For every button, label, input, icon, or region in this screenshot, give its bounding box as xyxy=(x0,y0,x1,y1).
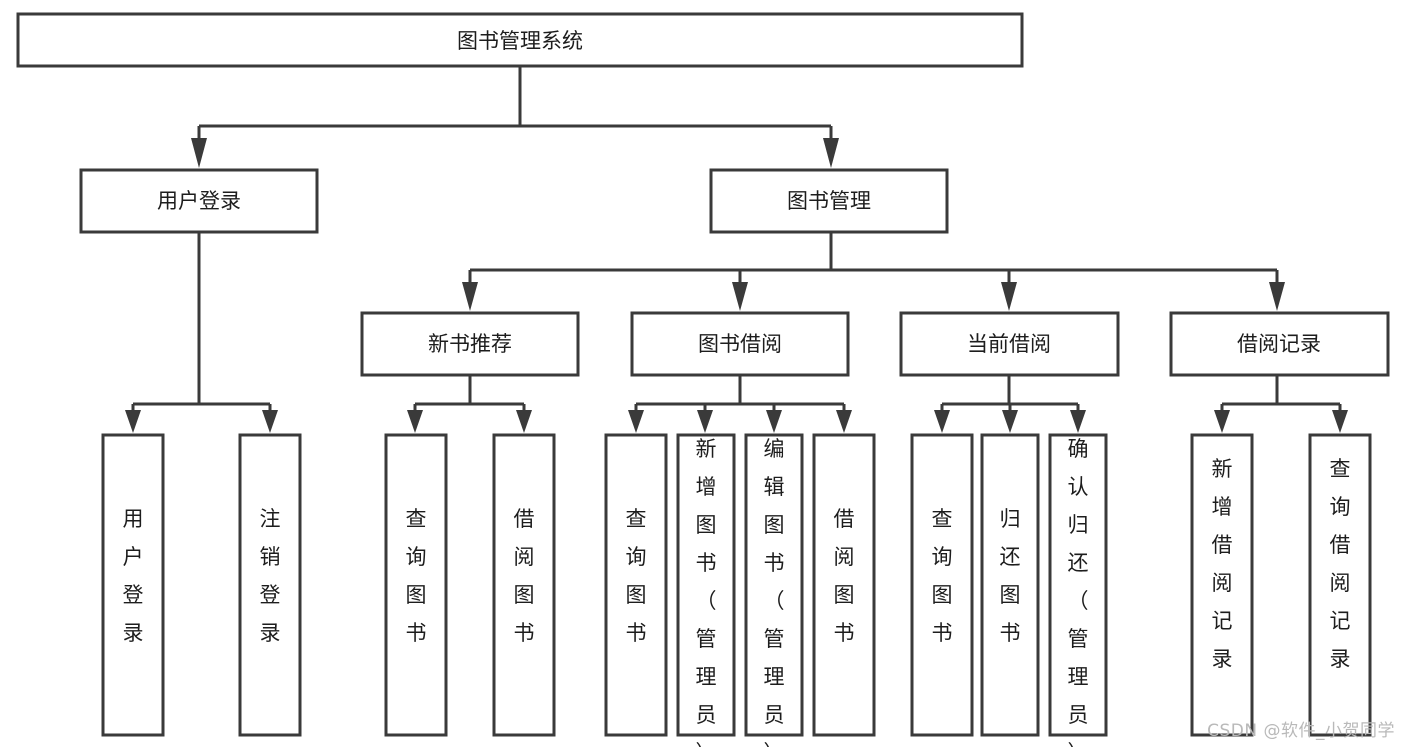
node-user-login[interactable]: 用户登录 xyxy=(79,168,319,234)
node-leaf-add-book[interactable]: 新增图书（管理员） xyxy=(676,433,736,747)
arrow-head-leaf-13 xyxy=(1332,410,1348,433)
node-leaf-query-borrow-record-box xyxy=(1308,433,1372,737)
arrow-head-current-borrow xyxy=(1001,282,1017,311)
node-root-system[interactable]: 图书管理系统 xyxy=(16,12,1024,68)
connector-group-currentborrow-to-leaves xyxy=(934,375,1086,433)
node-root-label: 图书管理系统 xyxy=(457,29,583,53)
arrow-head-new-book xyxy=(462,282,478,311)
node-leaf-borrow-book-1[interactable]: 借阅图书 xyxy=(492,433,556,737)
node-borrow-record[interactable]: 借阅记录 xyxy=(1169,311,1390,377)
connector-group-root-to-level2 xyxy=(191,66,839,168)
node-borrow-record-label: 借阅记录 xyxy=(1237,332,1321,356)
node-leaf-borrow-book-1-box xyxy=(492,433,556,737)
node-leaf-query-book-2-box xyxy=(604,433,668,737)
node-leaf-user-login-box xyxy=(101,433,165,737)
node-leaf-logout[interactable]: 注销登录 xyxy=(238,433,302,737)
arrow-head-leaf-1 xyxy=(125,410,141,433)
node-leaf-add-book-box xyxy=(676,433,736,737)
node-leaf-add-book-label: 新增图书（管理员） xyxy=(696,437,717,747)
arrow-head-borrow-record xyxy=(1269,282,1285,311)
node-leaf-return-book-label: 归还图书 xyxy=(1000,507,1021,645)
node-leaf-query-book-1[interactable]: 查询图书 xyxy=(384,433,448,737)
node-leaf-borrow-book-2[interactable]: 借阅图书 xyxy=(812,433,876,737)
node-leaf-query-book-1-box xyxy=(384,433,448,737)
node-leaf-confirm-return-box xyxy=(1048,433,1108,737)
arrow-head-leaf-9 xyxy=(934,410,950,433)
node-borrow-record-box xyxy=(1169,311,1390,377)
node-book-management-label: 图书管理 xyxy=(787,189,871,213)
node-root-box xyxy=(16,12,1024,68)
arrow-head-leaf-7 xyxy=(766,410,782,433)
arrow-head-leaf-4 xyxy=(516,410,532,433)
node-leaf-add-borrow-record-label: 新增借阅记录 xyxy=(1212,457,1233,671)
node-leaf-query-borrow-record-label: 查询借阅记录 xyxy=(1330,457,1351,671)
arrow-head-borrow xyxy=(732,282,748,311)
arrow-head-leaf-3 xyxy=(407,410,423,433)
arrow-head-book-mgmt xyxy=(823,138,839,168)
connector-group-borrowrecord-to-leaves xyxy=(1214,375,1348,433)
node-leaf-query-book-2-label: 查询图书 xyxy=(626,507,647,645)
node-leaf-query-book-3-label: 查询图书 xyxy=(932,507,953,645)
node-book-borrow-box xyxy=(630,311,850,377)
node-leaf-logout-label: 注销登录 xyxy=(260,507,281,645)
node-leaf-query-borrow-record[interactable]: 查询借阅记录 xyxy=(1308,433,1372,737)
node-leaf-user-login[interactable]: 用户登录 xyxy=(101,433,165,737)
arrow-head-leaf-2 xyxy=(262,410,278,433)
node-leaf-add-borrow-record[interactable]: 新增借阅记录 xyxy=(1190,433,1254,737)
arrow-head-leaf-5 xyxy=(628,410,644,433)
node-leaf-borrow-book-1-label: 借阅图书 xyxy=(514,507,535,645)
node-leaf-query-book-2[interactable]: 查询图书 xyxy=(604,433,668,737)
node-book-borrow-label: 图书借阅 xyxy=(698,332,782,356)
arrow-head-leaf-11 xyxy=(1070,410,1086,433)
connector-group-bookmgmt-to-level3 xyxy=(462,232,1285,311)
node-leaf-edit-book-box xyxy=(744,433,804,737)
node-leaf-edit-book-label: 编辑图书（管理员） xyxy=(764,437,785,747)
arrow-head-leaf-12 xyxy=(1214,410,1230,433)
connector-group-newbook-to-leaves xyxy=(407,375,532,433)
node-current-borrow[interactable]: 当前借阅 xyxy=(899,311,1120,377)
node-leaf-borrow-book-2-box xyxy=(812,433,876,737)
node-leaf-confirm-return[interactable]: 确认归还（管理员） xyxy=(1048,433,1108,747)
node-leaf-add-borrow-record-box xyxy=(1190,433,1254,737)
node-leaf-borrow-book-2-label: 借阅图书 xyxy=(834,507,855,645)
node-user-login-box xyxy=(79,168,319,234)
node-book-borrow[interactable]: 图书借阅 xyxy=(630,311,850,377)
node-leaf-edit-book[interactable]: 编辑图书（管理员） xyxy=(744,433,804,747)
node-leaf-query-book-3-box xyxy=(910,433,974,737)
node-leaf-query-book-1-label: 查询图书 xyxy=(406,507,427,645)
node-leaf-return-book[interactable]: 归还图书 xyxy=(980,433,1040,737)
arrow-head-leaf-6 xyxy=(697,410,713,433)
node-user-login-label: 用户登录 xyxy=(157,189,241,213)
connector-group-userlogin-to-leaves xyxy=(125,232,278,433)
node-new-book-recommend-label: 新书推荐 xyxy=(428,332,512,356)
node-leaf-logout-box xyxy=(238,433,302,737)
node-new-book-recommend-box xyxy=(360,311,580,377)
arrow-head-user-login xyxy=(191,138,207,168)
arrow-head-leaf-10 xyxy=(1002,410,1018,433)
node-leaf-user-login-label: 用户登录 xyxy=(123,507,144,645)
node-book-management-box xyxy=(709,168,949,234)
node-leaf-return-book-box xyxy=(980,433,1040,737)
node-leaf-query-book-3[interactable]: 查询图书 xyxy=(910,433,974,737)
node-current-borrow-box xyxy=(899,311,1120,377)
connector-group-borrow-to-leaves xyxy=(628,375,852,433)
node-book-management[interactable]: 图书管理 xyxy=(709,168,949,234)
node-leaf-confirm-return-label: 确认归还（管理员） xyxy=(1068,437,1089,747)
node-current-borrow-label: 当前借阅 xyxy=(967,332,1051,356)
node-new-book-recommend[interactable]: 新书推荐 xyxy=(360,311,580,377)
arrow-head-leaf-8 xyxy=(836,410,852,433)
